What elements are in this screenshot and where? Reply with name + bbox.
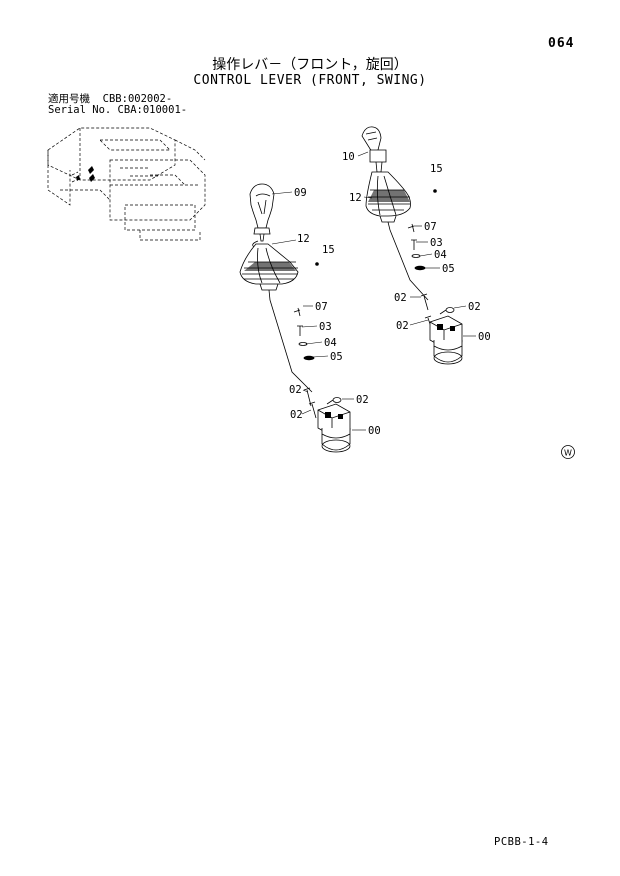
serial-row-1: 適用号機 CBB:002002- bbox=[48, 94, 187, 105]
left-small-parts bbox=[293, 307, 315, 361]
page-number: 064 bbox=[548, 36, 575, 51]
callout-left-03: 03 bbox=[319, 321, 332, 333]
right-dot-15 bbox=[433, 189, 437, 193]
callout-left-07: 07 bbox=[315, 301, 328, 313]
callout-left-02a: 02 bbox=[289, 384, 302, 396]
callout-left-05: 05 bbox=[330, 351, 343, 363]
left-leaders bbox=[271, 191, 366, 431]
title-english: CONTROL LEVER (FRONT, SWING) bbox=[193, 73, 427, 88]
w-symbol-icon: W bbox=[561, 445, 575, 459]
callout-right-15: 15 bbox=[430, 163, 443, 175]
left-lever-assembly bbox=[239, 183, 366, 453]
serial-label-1: 適用号機 bbox=[48, 93, 90, 105]
callout-labels: 09 12 15 07 03 04 05 02 02 02 00 10 12 1… bbox=[289, 151, 491, 437]
right-grip bbox=[361, 126, 387, 173]
left-dot-15 bbox=[315, 262, 319, 266]
callout-left-12: 12 bbox=[297, 233, 310, 245]
right-leaders bbox=[357, 151, 476, 337]
callout-right-10: 10 bbox=[342, 151, 355, 163]
callout-left-02c: 02 bbox=[356, 394, 369, 406]
left-valve-body bbox=[317, 403, 351, 453]
callout-right-02a: 02 bbox=[394, 292, 407, 304]
footer-code: PCBB-1-4 bbox=[494, 836, 549, 848]
serial-label-2: Serial No. bbox=[48, 104, 112, 116]
callout-left-02b: 02 bbox=[290, 409, 303, 421]
right-small-parts bbox=[407, 223, 426, 271]
callout-left-09: 09 bbox=[294, 187, 307, 199]
serial-value-1: CBB:002002- bbox=[102, 93, 173, 105]
serial-applicability: 適用号機 CBB:002002- Serial No. CBA:010001- bbox=[48, 94, 187, 116]
callout-right-04: 04 bbox=[434, 249, 447, 261]
right-valve-body bbox=[429, 315, 463, 365]
machine-thumbnail bbox=[47, 127, 206, 241]
serial-row-2: Serial No. CBA:010001- bbox=[48, 105, 187, 116]
serial-value-2: CBA:010001- bbox=[117, 104, 188, 116]
thumbnail-lever-marks bbox=[76, 166, 95, 182]
callout-right-07: 07 bbox=[424, 221, 437, 233]
callout-right-02c: 02 bbox=[468, 301, 481, 313]
right-lever-assembly bbox=[357, 126, 476, 365]
left-rod bbox=[268, 289, 313, 393]
callout-left-00: 00 bbox=[368, 425, 381, 437]
callout-right-02b: 02 bbox=[396, 320, 409, 332]
callout-left-15: 15 bbox=[322, 244, 335, 256]
w-symbol-text: W bbox=[564, 449, 572, 458]
callout-right-12: 12 bbox=[349, 192, 362, 204]
callout-right-05: 05 bbox=[442, 263, 455, 275]
callout-right-00: 00 bbox=[478, 331, 491, 343]
title-japanese: 操作レバ－（フロント，旋回） bbox=[212, 57, 408, 73]
callout-left-04: 04 bbox=[324, 337, 337, 349]
left-bolts bbox=[303, 387, 342, 419]
right-rod bbox=[387, 221, 429, 301]
left-grip bbox=[249, 183, 275, 242]
callout-right-03: 03 bbox=[430, 237, 443, 249]
